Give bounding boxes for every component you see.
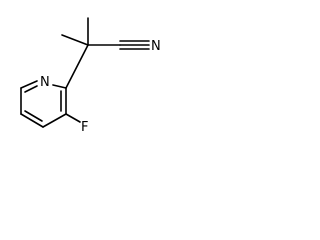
- bond-c4-c5-inner: [24, 110, 43, 122]
- bond-c6-n1-inner: [24, 85, 38, 93]
- chemical-structure-diagram: N F N: [20, 17, 161, 135]
- atom-label-nitrile-nitrogen: N: [151, 39, 161, 54]
- bond-n1-c2: [52, 84, 67, 89]
- bond-c3-c4: [42, 113, 67, 128]
- bond-cq-methyl-left: [61, 34, 89, 46]
- bond-c2-cq: [65, 44, 89, 89]
- structure-canvas: N F N: [0, 0, 172, 152]
- bond-c4-c5: [20, 113, 44, 128]
- bond-c3-f: [65, 113, 81, 123]
- bond-c6-n1: [20, 80, 38, 89]
- atom-label-ring-nitrogen: N: [40, 75, 50, 90]
- bonds: [20, 17, 150, 128]
- atom-label-fluorine: F: [81, 120, 88, 135]
